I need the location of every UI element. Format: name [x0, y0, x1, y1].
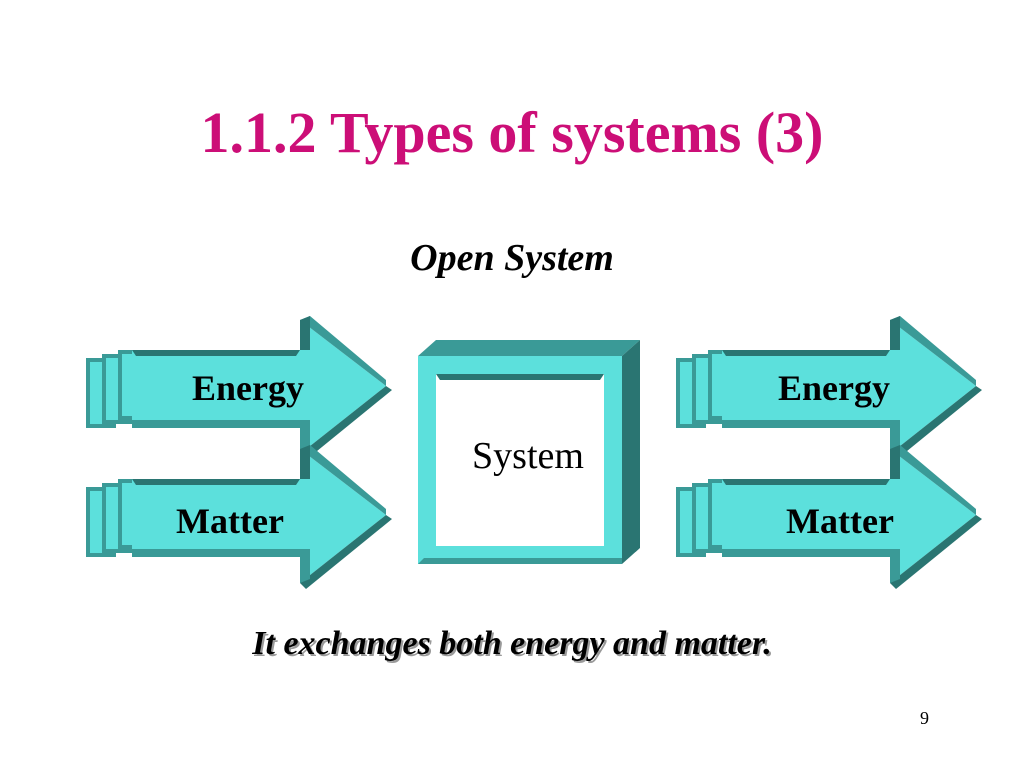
- page-number: 9: [920, 708, 929, 728]
- slide-caption: It exchanges both energy and matter.: [252, 625, 772, 662]
- output-arrow-energy: Energy: [676, 316, 982, 460]
- output-arrow-matter: Matter: [676, 445, 982, 589]
- system-box: System: [418, 340, 640, 564]
- output-arrow-matter-label: Matter: [786, 501, 894, 541]
- output-arrow-energy-label: Energy: [778, 368, 890, 408]
- input-arrow-matter: Matter: [86, 445, 392, 589]
- input-arrow-matter-label: Matter: [176, 501, 284, 541]
- input-arrow-energy: Energy: [86, 316, 392, 460]
- input-arrow-energy-label: Energy: [192, 368, 304, 408]
- system-box-label: System: [472, 435, 584, 477]
- diagram-subtitle: Open System: [410, 237, 614, 279]
- slide-title: 1.1.2 Types of systems (3): [200, 100, 824, 165]
